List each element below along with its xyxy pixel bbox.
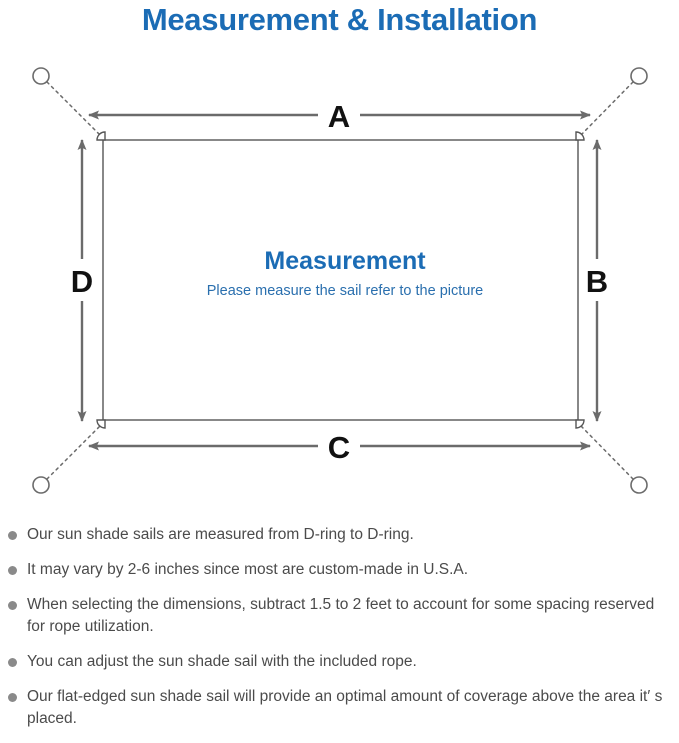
dimension-label-d: D [71,264,93,299]
dimension-label-c: C [328,430,350,465]
page-title: Measurement & Installation [141,2,538,37]
bullet-icon [8,693,17,702]
dimension-label-b: B [586,264,608,299]
anchor-ring-bottom-left [32,476,50,494]
anchor-ring-top-left [32,67,50,85]
d-ring-bottom-left [96,419,106,429]
note-text: When selecting the dimensions, subtract … [27,596,655,635]
rope-line-top-right [580,81,634,136]
note-text: Our sun shade sails are measured from D-… [27,526,414,543]
note-item: When selecting the dimensions, subtract … [0,594,679,638]
bullet-icon [8,531,17,540]
rope-line-bottom-left [46,425,101,480]
diagram-center-subtext: Please measure the sail refer to the pic… [207,283,483,299]
sail-body [102,139,579,421]
note-item: Our sun shade sails are measured from D-… [0,524,679,546]
note-text: Our flat-edged sun shade sail will provi… [27,688,663,727]
diagram-center-heading: Measurement [264,247,426,275]
note-item: You can adjust the sun shade sail with t… [0,651,679,673]
measurement-diagram: A C D B Measurement Please measure the s… [0,46,679,516]
anchor-ring-bottom-right [630,476,648,494]
anchor-ring-top-right [630,67,648,85]
d-ring-top-right [575,131,585,141]
bullet-icon [8,601,17,610]
rope-line-top-left [46,81,101,136]
note-text: It may vary by 2-6 inches since most are… [27,561,469,578]
bullet-icon [8,658,17,667]
note-item: Our flat-edged sun shade sail will provi… [0,686,679,730]
d-ring-bottom-right [575,419,585,429]
notes-list: Our sun shade sails are measured from D-… [0,524,679,743]
bullet-icon [8,566,17,575]
dimension-label-a: A [328,99,350,134]
note-item: It may vary by 2-6 inches since most are… [0,559,679,581]
d-ring-top-left [96,131,106,141]
note-text: You can adjust the sun shade sail with t… [27,653,417,670]
rope-line-bottom-right [580,425,634,480]
